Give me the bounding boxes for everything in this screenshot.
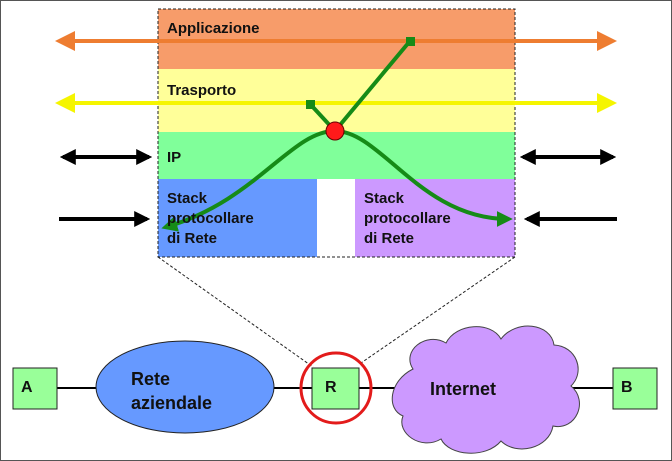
zoom-line-right: [360, 256, 516, 364]
router-routing-point: [325, 121, 345, 141]
left-stack-label-line-2: protocollare: [167, 210, 254, 227]
right-stack-label-line-3: di Rete: [364, 230, 415, 247]
internet-cloud: [391, 325, 580, 454]
right-stack-label: Stack protocollare di Rete: [364, 189, 451, 249]
right-stack-label-line-1: Stack: [364, 190, 405, 207]
right-stack-label-line-2: protocollare: [364, 210, 451, 227]
application-path-endpoint: [406, 37, 415, 46]
zoom-line-left: [157, 256, 314, 368]
router-stack-frame: [157, 8, 516, 258]
enterprise-network: [95, 340, 275, 434]
router-highlight-circle: [299, 351, 373, 425]
left-stack-label: Stack protocollare di Rete: [167, 189, 254, 249]
router-label: R: [325, 379, 337, 396]
application-path-line: [333, 39, 412, 133]
enterprise-network-label-line-1: Rete: [131, 369, 171, 389]
host-b-node: [612, 367, 658, 410]
enterprise-network-label-line-2: aziendale: [131, 393, 213, 413]
host-a-label: A: [21, 379, 33, 396]
left-stack-label-line-1: Stack: [167, 190, 208, 207]
host-a-node: [12, 367, 58, 410]
enterprise-network-label: Rete aziendale: [131, 367, 212, 415]
host-b-label: B: [621, 379, 633, 396]
ip-layer-label: IP: [167, 149, 182, 166]
stack-gap: [317, 179, 355, 257]
left-stack-label-line-3: di Rete: [167, 230, 218, 247]
transport-layer-label: Trasporto: [167, 82, 237, 99]
internet-label: Internet: [430, 379, 497, 399]
transport-path-endpoint: [306, 100, 315, 109]
router-node: [311, 367, 360, 410]
application-layer-label: Applicazione: [167, 20, 260, 37]
